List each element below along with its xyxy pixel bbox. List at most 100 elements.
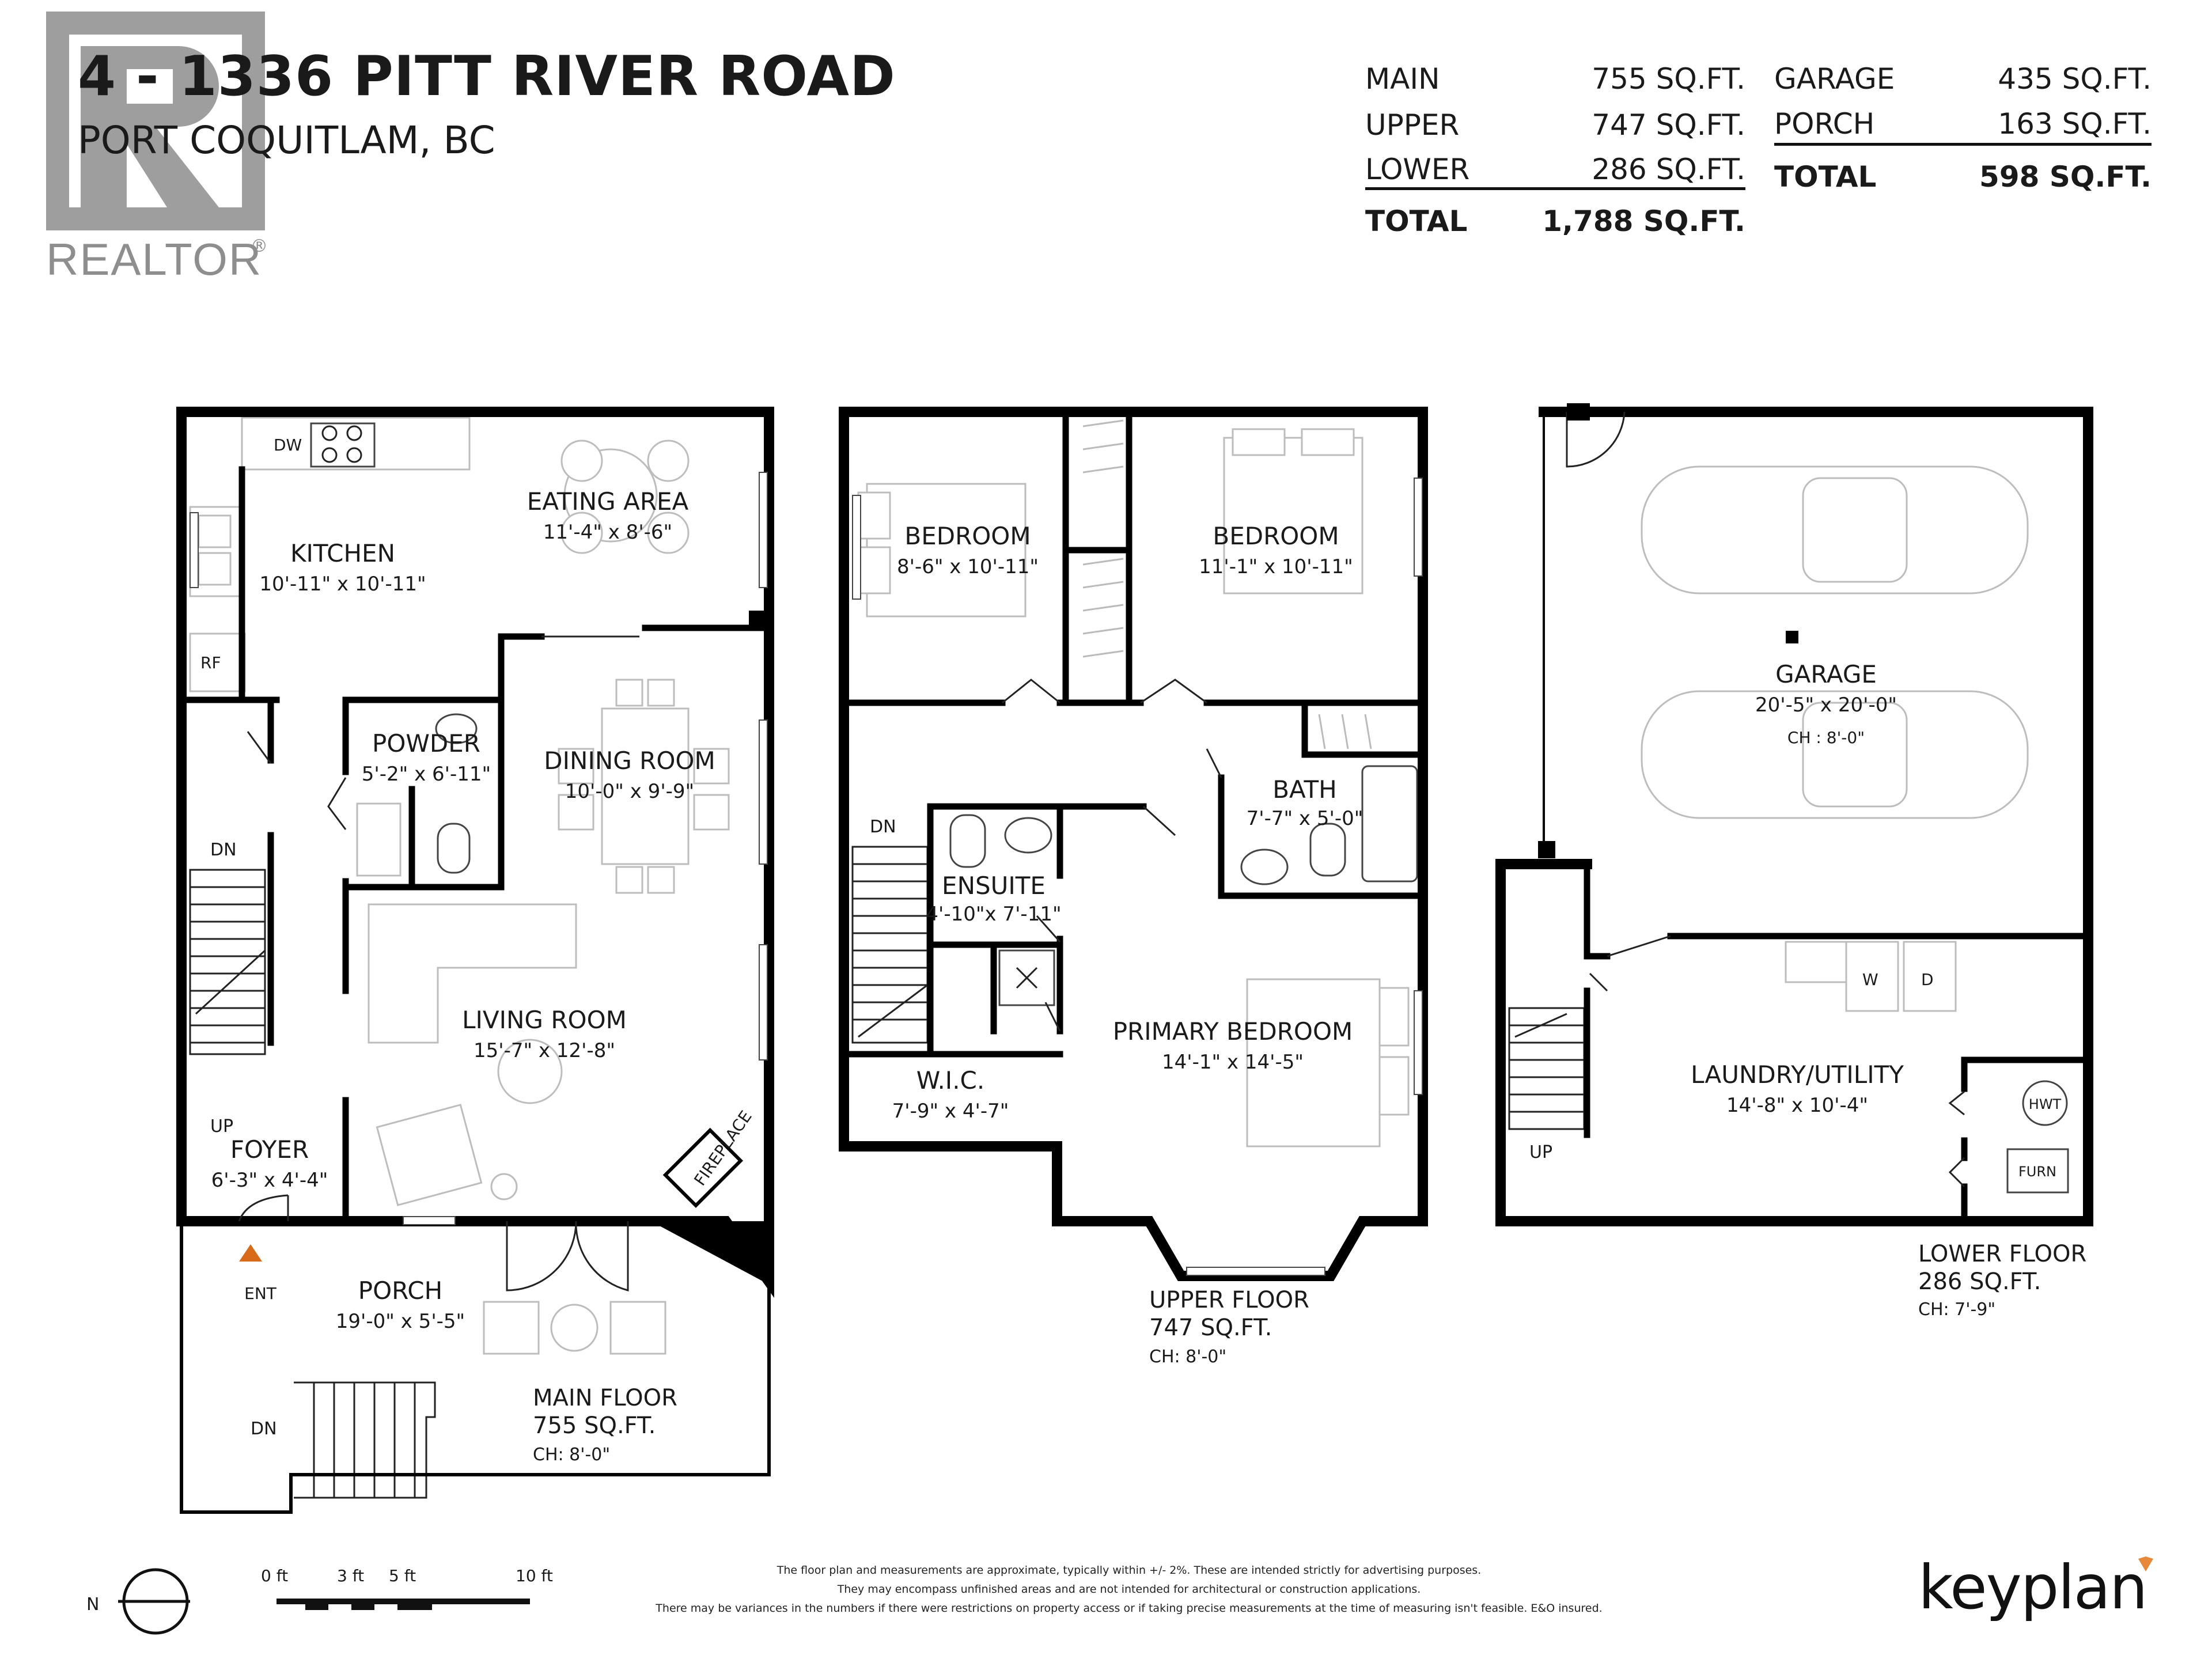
door-swing bbox=[1002, 679, 1207, 704]
disclaimer: The floor plan and measurements are appr… bbox=[438, 1561, 1820, 1618]
furn-tag: FURN bbox=[2018, 1164, 2056, 1180]
porch-stairs bbox=[294, 1381, 436, 1499]
coffee-table bbox=[497, 1039, 563, 1104]
area-row-lower: LOWER 286 SQ.FT. bbox=[1365, 153, 1745, 186]
foyer-dim: 6'-3" x 4'-4" bbox=[211, 1169, 328, 1192]
sink-icon bbox=[1004, 817, 1052, 854]
utility-sink-icon bbox=[1785, 941, 1850, 983]
upper-floor-area: 747 SQ.FT. bbox=[1149, 1315, 1272, 1341]
area-value: 747 SQ.FT. bbox=[1592, 108, 1745, 142]
porch-chair bbox=[609, 1301, 666, 1355]
bath-dim: 7'-7" x 5'-0" bbox=[1247, 807, 1363, 830]
window bbox=[852, 495, 861, 600]
dining-dim: 10'-0" x 9'-9" bbox=[565, 780, 694, 803]
lower-floor-ceiling: CH: 7'-9" bbox=[1918, 1300, 1995, 1320]
hwt-tag: HWT bbox=[2029, 1096, 2062, 1112]
main-stairs bbox=[189, 869, 266, 1055]
area-label: MAIN bbox=[1365, 62, 1440, 96]
realtor-logo: REALTOR ® bbox=[46, 12, 288, 288]
lower-exterior-wall bbox=[1495, 407, 2093, 1226]
up-tag: UP bbox=[1529, 1142, 1552, 1162]
window bbox=[1186, 1267, 1325, 1276]
washer bbox=[1845, 941, 1899, 1012]
dn-tag: DN bbox=[210, 840, 237, 860]
window bbox=[1414, 478, 1423, 577]
north-arrow-icon: N bbox=[86, 1568, 190, 1635]
garage-dim: 20'-5" x 20'-0" bbox=[1755, 694, 1897, 717]
kitchen-dim: 10'-11" x 10'-11" bbox=[259, 573, 426, 596]
plant-icon bbox=[490, 1173, 518, 1200]
wic-name: W.I.C. bbox=[916, 1066, 984, 1094]
bed bbox=[1246, 978, 1381, 1147]
entry-door bbox=[238, 1194, 289, 1222]
area-label: TOTAL bbox=[1774, 160, 1877, 194]
area-value: 598 SQ.FT. bbox=[1979, 160, 2152, 194]
dw-tag: DW bbox=[274, 435, 302, 454]
garage-name: GARAGE bbox=[1775, 660, 1877, 688]
porch-dim: 19'-0" x 5'-5" bbox=[336, 1310, 465, 1333]
porch-table bbox=[550, 1304, 599, 1352]
living-dim: 15'-7" x 12'-8" bbox=[474, 1039, 615, 1062]
porch-name: PORCH bbox=[358, 1277, 442, 1305]
fireplace-box bbox=[662, 1127, 744, 1209]
area-value: 435 SQ.FT. bbox=[1998, 62, 2152, 96]
realtor-r-icon bbox=[46, 12, 265, 230]
living-name: LIVING ROOM bbox=[462, 1006, 627, 1034]
bed bbox=[1223, 437, 1363, 594]
ent-tag: ENT bbox=[244, 1284, 277, 1303]
sink-icon bbox=[198, 552, 232, 586]
area-value: 286 SQ.FT. bbox=[1592, 153, 1745, 186]
foyer-name: FOYER bbox=[230, 1135, 309, 1164]
disclaimer-line: There may be variances in the numbers if… bbox=[656, 1602, 1603, 1615]
registered-mark-icon: ® bbox=[251, 236, 268, 256]
rf-tag: RF bbox=[200, 653, 221, 672]
sectional-sofa bbox=[368, 903, 577, 1044]
closet bbox=[356, 802, 402, 877]
pillow bbox=[857, 546, 891, 594]
area-label: PORCH bbox=[1774, 107, 1875, 141]
toilet-icon bbox=[949, 814, 986, 868]
column bbox=[749, 611, 766, 628]
sink-icon bbox=[198, 514, 232, 548]
lower-floor-label: LOWER FLOOR bbox=[1918, 1241, 2086, 1267]
door-swing bbox=[1948, 1090, 1965, 1188]
door-swing bbox=[247, 731, 272, 764]
laundry-name: LAUNDRY/UTILITY bbox=[1691, 1060, 1904, 1089]
scale-label: 3 ft bbox=[337, 1566, 364, 1585]
stove-icon bbox=[310, 422, 376, 468]
area-label: LOWER bbox=[1365, 153, 1470, 186]
keyplan-mark-icon bbox=[2137, 1555, 2154, 1573]
door-swing bbox=[327, 777, 347, 830]
window bbox=[759, 944, 768, 1060]
main-floor-label: MAIN FLOOR bbox=[533, 1385, 677, 1411]
window bbox=[759, 472, 768, 588]
washer-tag: W bbox=[1862, 970, 1878, 989]
main-floor-plan: DW RF KITCHEN 10'-11" x 10'-11" EATING A… bbox=[176, 407, 774, 1514]
pillow bbox=[857, 491, 891, 540]
toilet-icon bbox=[437, 823, 471, 874]
entrance-marker-icon bbox=[239, 1244, 262, 1262]
upper-stairs bbox=[851, 846, 929, 1044]
area-divider bbox=[1365, 187, 1745, 190]
toilet-icon bbox=[1309, 823, 1346, 877]
car-icon bbox=[1641, 465, 2029, 594]
realtor-logo-text: REALTOR bbox=[46, 234, 263, 285]
lower-stairs bbox=[1508, 1007, 1585, 1130]
fireplace bbox=[651, 1221, 769, 1285]
french-doors bbox=[506, 1221, 629, 1291]
refrigerator bbox=[189, 632, 246, 692]
dining-table bbox=[558, 679, 730, 894]
property-address: 4 - 1336 PITT RIVER ROAD bbox=[78, 45, 896, 108]
porch-chair bbox=[483, 1301, 540, 1355]
bedroom2-name: BEDROOM bbox=[1213, 522, 1339, 550]
garage-man-door bbox=[1566, 411, 1626, 468]
pillow bbox=[1378, 1056, 1410, 1116]
pillow bbox=[1232, 428, 1286, 456]
pillow bbox=[1301, 428, 1355, 456]
kitchen-name: KITCHEN bbox=[290, 539, 395, 567]
